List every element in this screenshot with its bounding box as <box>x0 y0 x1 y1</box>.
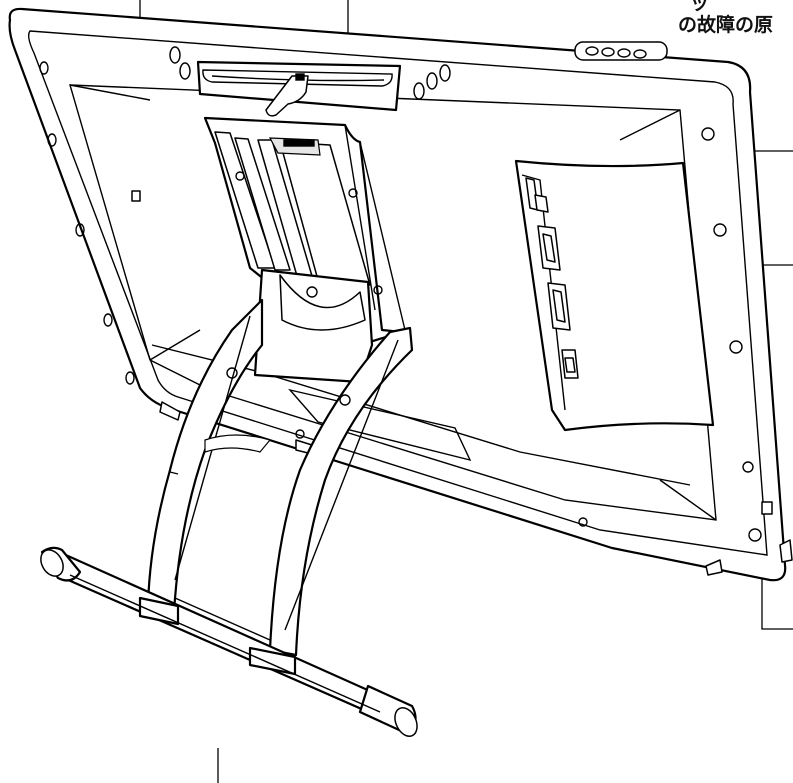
tablet-body <box>8 7 793 582</box>
stand-foot-bar <box>40 546 418 737</box>
top-handle <box>196 60 402 117</box>
connector-panel <box>514 159 715 432</box>
caption-line-1: ッ <box>690 0 710 14</box>
caption-line-2: の故障の原 <box>678 14 774 36</box>
stand-hinge <box>253 268 374 384</box>
